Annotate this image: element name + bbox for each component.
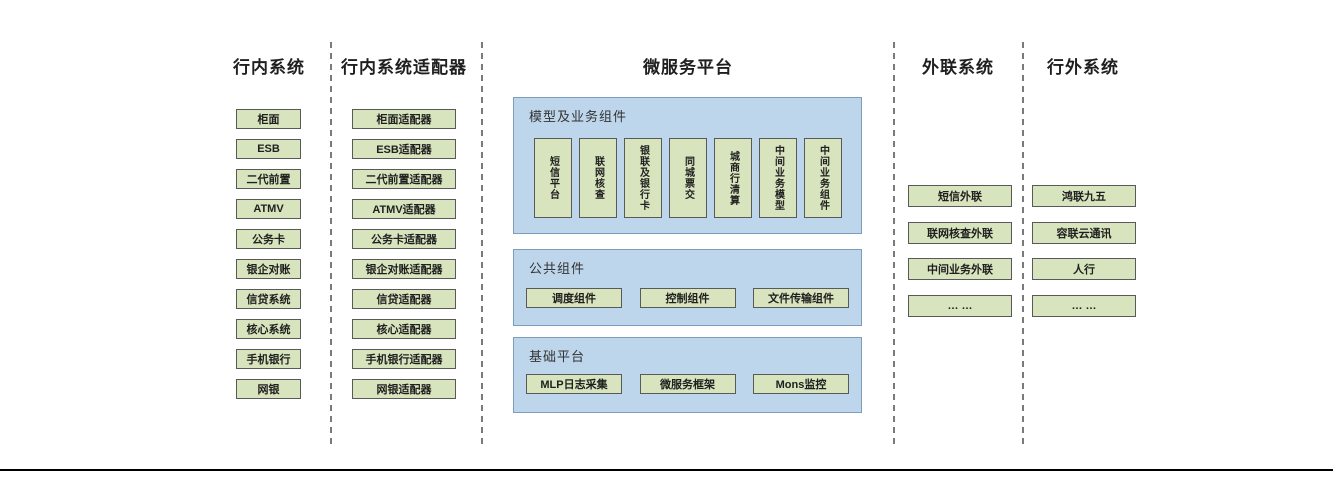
separator-line-4 (1022, 42, 1024, 445)
node-guimian: 柜面 (236, 109, 301, 129)
node-xindai: 信贷系统 (236, 289, 301, 309)
node-wangyin-adapter: 网银适配器 (352, 379, 456, 399)
node-shouji-adapter: 手机银行适配器 (352, 349, 456, 369)
panel-model-business-components: 模型及业务组件 短信平台 联网核查 银联及银行卡 同城票交 城商行清算 中间业务… (513, 97, 862, 234)
node-wangyin: 网银 (236, 379, 301, 399)
node-citybank-clearing: 城商行清算 (713, 138, 752, 218)
node-outbank-ellipsis: … … (1032, 295, 1136, 317)
header-outbank-systems: 行外系统 (1047, 58, 1119, 77)
separator-line-1 (330, 42, 332, 445)
node-sms-external: 短信外联 (908, 185, 1012, 207)
header-microservice-platform: 微服务平台 (643, 58, 733, 77)
node-hexin: 核心系统 (236, 319, 301, 339)
panel-common-components: 公共组件 调度组件 控制组件 文件传输组件 (513, 249, 862, 326)
vbox-label: 城商行清算 (727, 150, 739, 206)
node-yinqiduizhang: 银企对账 (236, 259, 301, 279)
panel-base-platform: 基础平台 MLP日志采集 微服务框架 Mons监控 (513, 337, 862, 413)
vbox-label: 短信平台 (547, 156, 559, 200)
header-inbank-adapters: 行内系统适配器 (341, 58, 467, 77)
node-mons-monitoring: Mons监控 (753, 374, 849, 394)
panel-label: 模型及业务组件 (529, 109, 628, 124)
node-atmv-adapter: ATMV适配器 (352, 199, 456, 219)
node-esb-adapter: ESB适配器 (352, 139, 456, 159)
horizontal-box-row: MLP日志采集 微服务框架 Mons监控 (526, 374, 849, 394)
node-erdaiqianzhi: 二代前置 (236, 169, 301, 189)
node-ronglian-cloud: 容联云通讯 (1032, 222, 1136, 244)
node-unionpay-bankcard: 银联及银行卡 (623, 138, 662, 218)
node-honglian95: 鸿联九五 (1032, 185, 1136, 207)
header-inbank-systems: 行内系统 (233, 58, 305, 77)
node-sms-platform: 短信平台 (533, 138, 572, 218)
node-intermediate-external: 中间业务外联 (908, 258, 1012, 280)
node-guimian-adapter: 柜面适配器 (352, 109, 456, 129)
node-intermediate-model: 中间业务模型 (758, 138, 797, 218)
vbox-label: 中间业务模型 (772, 145, 784, 211)
node-microservice-framework: 微服务框架 (639, 374, 736, 394)
node-shouji: 手机银行 (236, 349, 301, 369)
node-scheduling-component: 调度组件 (526, 288, 622, 308)
panel-label: 公共组件 (529, 261, 586, 276)
node-intermediate-comp: 中间业务组件 (803, 138, 842, 218)
node-mlp-log-collection: MLP日志采集 (526, 374, 622, 394)
node-gongwuka-adapter: 公务卡适配器 (352, 229, 456, 249)
panel-label: 基础平台 (529, 349, 586, 364)
vbox-label: 同城票交 (682, 156, 694, 200)
node-gongwuka: 公务卡 (236, 229, 301, 249)
vbox-label: 联网核查 (592, 156, 604, 200)
separator-line-2 (481, 42, 483, 445)
horizontal-box-row: 调度组件 控制组件 文件传输组件 (526, 288, 849, 308)
node-external-ellipsis: … … (908, 295, 1012, 317)
node-network-check: 联网核查 (578, 138, 617, 218)
node-atmv: ATMV (236, 199, 301, 219)
node-samecity-exchange: 同城票交 (668, 138, 707, 218)
header-external-systems: 外联系统 (922, 58, 994, 77)
node-xindai-adapter: 信贷适配器 (352, 289, 456, 309)
separator-line-3 (893, 42, 895, 445)
node-erdaiqianzhi-adapter: 二代前置适配器 (352, 169, 456, 189)
vbox-label: 中间业务组件 (817, 145, 829, 211)
node-control-component: 控制组件 (639, 288, 736, 308)
vbox-label: 银联及银行卡 (637, 145, 649, 211)
node-networkcheck-external: 联网核查外联 (908, 222, 1012, 244)
vertical-box-row: 短信平台 联网核查 银联及银行卡 同城票交 城商行清算 中间业务模型 中间业务组… (514, 138, 861, 218)
node-file-transfer-component: 文件传输组件 (753, 288, 849, 308)
bottom-divider-line (0, 469, 1333, 471)
node-yinqiduizhang-adapter: 银企对账适配器 (352, 259, 456, 279)
node-esb: ESB (236, 139, 301, 159)
node-pboc: 人行 (1032, 258, 1136, 280)
node-hexin-adapter: 核心适配器 (352, 319, 456, 339)
